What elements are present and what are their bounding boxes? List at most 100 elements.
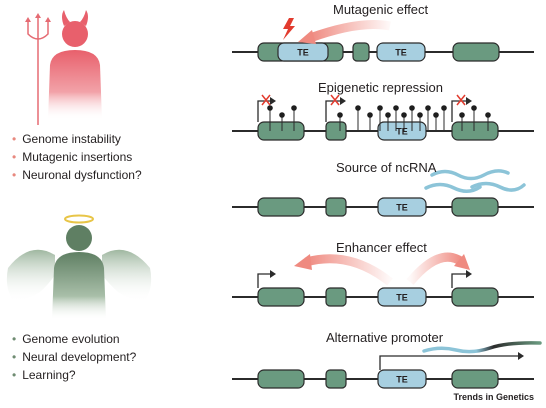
panel-ncrna — [232, 169, 534, 217]
detrimental-effects-list: • Genome instability • Mutagenic insertion… — [12, 130, 142, 184]
te-block — [377, 287, 427, 307]
cross-icon — [261, 94, 271, 106]
list-item: • Neural development? — [12, 348, 136, 366]
methyl-group — [377, 105, 383, 111]
list-item: • Learning? — [12, 366, 136, 384]
exon-block — [452, 42, 500, 62]
te-label: TE — [297, 48, 309, 58]
enhancer-arrow-right — [406, 252, 465, 285]
methyl-group — [417, 112, 423, 118]
exon-block — [451, 197, 499, 217]
angel-figure — [6, 214, 152, 320]
te-label: TE — [396, 375, 408, 385]
panel-title-epigenetic: Epigenetic repression — [318, 80, 444, 95]
list-item: • Genome instability — [12, 130, 142, 148]
list-item: • Genome evolution — [12, 330, 136, 348]
te-block-inserted — [277, 42, 329, 62]
bullet: • — [12, 368, 17, 382]
list-item-label: Learning? — [22, 368, 76, 382]
devil-figure — [25, 10, 102, 125]
exon-block — [325, 121, 347, 141]
cross-icon — [330, 94, 340, 106]
methyl-group — [433, 112, 439, 118]
exon-block — [451, 121, 499, 141]
ncrna-strand — [424, 182, 482, 193]
devil-body — [48, 50, 102, 120]
methyl-group — [425, 105, 431, 111]
bullet: • — [12, 168, 17, 182]
methyl-group — [441, 105, 447, 111]
methylation-marks — [267, 105, 491, 131]
angel-body — [52, 252, 106, 320]
exon-block — [451, 369, 499, 389]
list-item-label: Mutagenic insertions — [22, 150, 133, 164]
list-item: • Mutagenic insertions — [12, 148, 142, 166]
devil-head — [62, 21, 88, 47]
methyl-group — [409, 105, 415, 111]
devil-horn-right — [80, 10, 88, 26]
exon-block — [257, 369, 305, 389]
halo — [64, 214, 94, 224]
panel-title-ncrna: Source of ncRNA — [336, 160, 437, 175]
methyl-group — [279, 112, 285, 118]
methyl-group — [471, 105, 477, 111]
lightning-icon — [283, 18, 295, 40]
journal-credit: Trends in Genetics — [453, 392, 534, 402]
angel-wing-left — [6, 249, 55, 302]
bullet: • — [12, 132, 17, 146]
methyl-group — [393, 105, 399, 111]
list-item-label: Genome evolution — [22, 332, 120, 346]
ncrna-strand — [470, 181, 526, 192]
te-block — [377, 197, 427, 217]
exon-block — [257, 197, 305, 217]
methyl-group — [267, 105, 273, 111]
exon-block — [257, 121, 305, 141]
angel-wing-right — [102, 249, 152, 302]
te-label: TE — [396, 293, 408, 303]
te-label: TE — [396, 203, 408, 213]
list-item-label: Genome instability — [22, 132, 121, 146]
ncrna-strand — [430, 169, 510, 181]
bullet: • — [12, 332, 17, 346]
exon-block — [451, 287, 499, 307]
methyl-group — [385, 112, 391, 118]
methyl-group — [401, 112, 407, 118]
panel-epigenetic — [232, 94, 534, 141]
te-block — [377, 369, 427, 389]
beneficial-effects-list: • Genome evolution • Neural development? •… — [12, 330, 136, 384]
panel-alt-promoter — [232, 341, 542, 389]
exon-block — [257, 287, 305, 307]
angel-head — [66, 225, 92, 251]
bullet: • — [12, 150, 17, 164]
methyl-group — [367, 112, 373, 118]
cross-icon — [456, 94, 466, 106]
methyl-group — [459, 112, 465, 118]
enhancer-arrow-left — [304, 254, 393, 286]
exon-block — [325, 197, 347, 217]
methyl-group — [355, 105, 361, 111]
list-item-label: Neural development? — [22, 350, 137, 364]
jump-arrow — [308, 20, 391, 43]
te-label: TE — [396, 127, 408, 137]
promoter-arrow — [379, 355, 520, 370]
methyl-group — [485, 112, 491, 118]
exon-block — [352, 42, 370, 62]
list-item-label: Neuronal dysfunction? — [22, 168, 142, 182]
transcript — [422, 341, 542, 354]
list-item: • Neuronal dysfunction? — [12, 166, 142, 184]
methyl-group — [291, 105, 297, 111]
devil-horn-left — [62, 10, 70, 26]
te-block — [376, 42, 426, 62]
panel-title-alt-promoter: Alternative promoter — [326, 330, 444, 345]
te-block — [377, 121, 427, 141]
te-label: TE — [395, 48, 407, 58]
bullet: • — [12, 350, 17, 364]
panel-mutagenic — [232, 18, 534, 62]
methyl-group — [337, 112, 343, 118]
panel-enhancer — [232, 252, 534, 307]
panel-title-mutagenic: Mutagenic effect — [333, 2, 429, 17]
exon-block — [325, 287, 347, 307]
panel-title-enhancer: Enhancer effect — [336, 240, 427, 255]
